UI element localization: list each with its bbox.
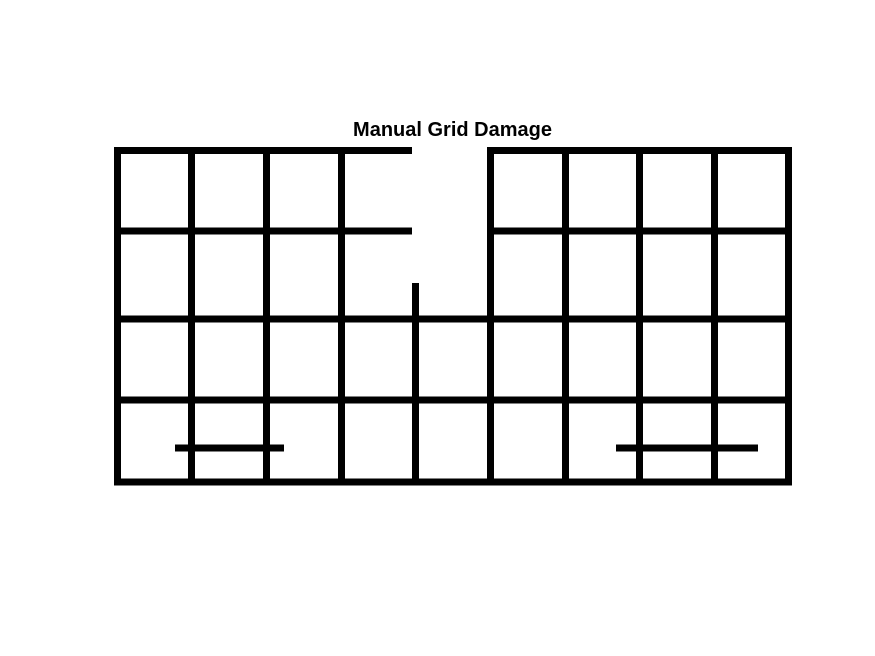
figure-title: Manual Grid Damage [353,119,552,141]
